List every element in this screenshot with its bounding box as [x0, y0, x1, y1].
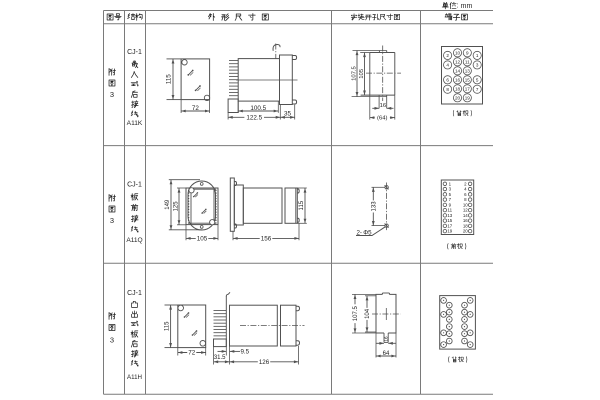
svg-text:1: 1 [476, 53, 479, 58]
svg-text:2: 2 [446, 53, 449, 58]
svg-text:15: 15 [465, 77, 471, 82]
svg-text:CJ-1: CJ-1 [127, 181, 142, 188]
svg-text:13: 13 [447, 213, 452, 218]
svg-text:20: 20 [463, 229, 468, 234]
svg-text:122.5: 122.5 [246, 114, 262, 121]
svg-text:11: 11 [448, 208, 453, 213]
svg-text:3: 3 [110, 216, 114, 225]
svg-text:115: 115 [164, 321, 170, 331]
svg-text:16: 16 [380, 103, 387, 109]
svg-text:126: 126 [259, 359, 270, 366]
svg-text:100.5: 100.5 [250, 105, 266, 112]
svg-text:3: 3 [449, 187, 452, 192]
svg-text:115: 115 [299, 200, 305, 210]
svg-text:12: 12 [455, 59, 461, 64]
svg-text:8: 8 [446, 87, 449, 92]
svg-text:14: 14 [455, 68, 461, 73]
svg-text:(64): (64) [377, 116, 388, 122]
svg-text:CJ-1: CJ-1 [127, 290, 142, 297]
svg-text:3: 3 [476, 62, 479, 67]
svg-text:4: 4 [446, 62, 449, 67]
svg-text:35: 35 [284, 110, 292, 117]
svg-text:1: 1 [449, 181, 452, 186]
svg-text:17: 17 [447, 223, 452, 228]
svg-text:9: 9 [466, 50, 469, 55]
svg-text:16: 16 [384, 336, 389, 342]
svg-text:104: 104 [365, 308, 371, 319]
svg-text:31.5: 31.5 [214, 355, 226, 361]
svg-text:3: 3 [110, 90, 114, 99]
svg-text:CJ-1: CJ-1 [127, 49, 142, 56]
svg-text:6: 6 [464, 192, 467, 197]
svg-text:133: 133 [371, 201, 377, 212]
svg-text:10: 10 [455, 50, 461, 55]
svg-text:11: 11 [465, 59, 470, 64]
svg-text:15: 15 [447, 218, 452, 223]
svg-text:105: 105 [197, 236, 208, 243]
svg-text:7: 7 [449, 197, 452, 202]
svg-text:7: 7 [476, 87, 479, 92]
svg-text:149: 149 [165, 199, 171, 210]
svg-text:6: 6 [446, 77, 449, 82]
svg-text:2-: 2- [356, 229, 362, 236]
svg-text:107.5: 107.5 [353, 306, 359, 322]
svg-text:13: 13 [465, 68, 471, 73]
svg-text:2: 2 [464, 181, 467, 186]
svg-text:A11Q: A11Q [126, 237, 142, 244]
svg-text:14: 14 [463, 213, 468, 218]
svg-text:8: 8 [464, 197, 467, 202]
svg-text:3: 3 [110, 336, 114, 345]
svg-text:64: 64 [383, 351, 390, 357]
svg-text:5: 5 [449, 192, 452, 197]
svg-text:9: 9 [449, 202, 452, 207]
svg-text:156: 156 [261, 236, 272, 243]
svg-text:107.5: 107.5 [351, 65, 357, 80]
svg-text:19: 19 [465, 95, 471, 100]
svg-text:17: 17 [465, 86, 471, 91]
svg-text:20: 20 [455, 95, 461, 100]
svg-text:mm: mm [461, 3, 473, 10]
svg-text:115: 115 [166, 74, 173, 85]
svg-text:9.5: 9.5 [240, 349, 249, 356]
svg-text:72: 72 [192, 105, 200, 112]
svg-text:10: 10 [463, 202, 468, 207]
svg-text:4: 4 [464, 187, 467, 192]
svg-text:72: 72 [188, 350, 196, 357]
svg-text:105: 105 [359, 68, 365, 79]
svg-text:16: 16 [455, 77, 461, 82]
svg-text:12: 12 [463, 208, 468, 213]
svg-text::: : [457, 3, 459, 10]
svg-text:A11K: A11K [127, 120, 143, 127]
svg-text:A11H: A11H [127, 374, 142, 381]
svg-text:19: 19 [447, 229, 452, 234]
svg-text:16: 16 [463, 218, 468, 223]
svg-text:Φ5: Φ5 [363, 229, 372, 236]
svg-text:5: 5 [476, 77, 479, 82]
svg-text:18: 18 [463, 223, 468, 228]
svg-text:125: 125 [173, 201, 179, 212]
svg-text:18: 18 [455, 86, 461, 91]
